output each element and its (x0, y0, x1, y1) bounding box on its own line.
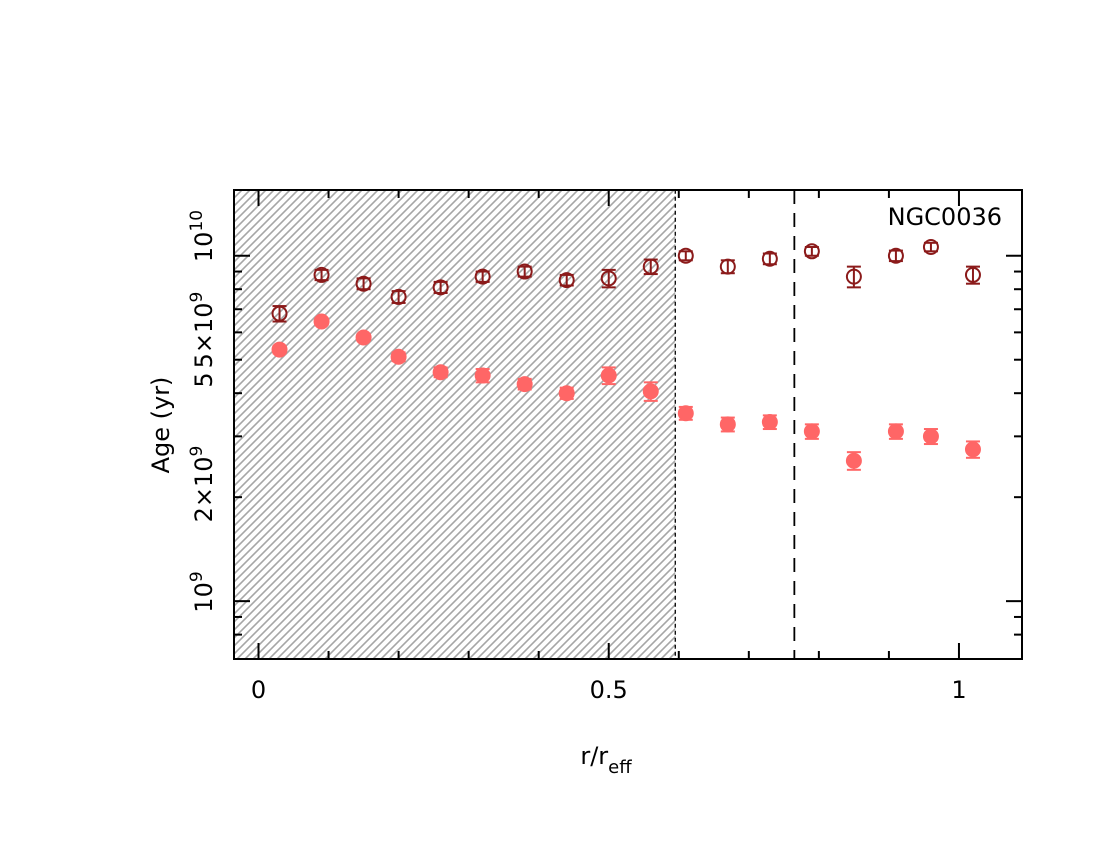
hatched-region (234, 190, 676, 659)
x-axis-label-sub: eff (608, 757, 632, 778)
x-tick-label: 1 (951, 676, 966, 704)
data-point-open (516, 263, 533, 280)
data-point-filled (432, 364, 449, 381)
data-point-open (432, 279, 449, 296)
x-axis-label: r/reff (580, 742, 632, 778)
y-tick-label: 5×109 (187, 292, 218, 369)
data-point-filled (355, 329, 372, 346)
x-tick-label: 0 (251, 676, 266, 704)
data-point-open (600, 270, 617, 287)
y-tick-label-base: 5 (190, 372, 218, 387)
data-point-filled (845, 452, 862, 469)
y-tick-label-base: 5×10 (190, 302, 218, 368)
data-point-filled (271, 341, 288, 358)
data-point-filled (803, 423, 820, 440)
data-point-open (558, 272, 575, 289)
data-point-filled (887, 423, 904, 440)
data-point-open (964, 266, 981, 283)
y-tick-label-exponent: 9 (187, 292, 207, 303)
data-point-filled (313, 313, 330, 330)
data-point-filled (964, 441, 981, 458)
data-point-filled (516, 376, 533, 393)
data-point-open (887, 247, 904, 264)
data-point-open (803, 243, 820, 260)
data-point-open (355, 275, 372, 292)
data-point-open (845, 268, 862, 285)
data-point-open (390, 288, 407, 305)
data-point-open (271, 305, 288, 322)
data-point-filled (390, 348, 407, 365)
data-point-filled (677, 405, 694, 422)
y-tick-label: 1010 (187, 210, 218, 262)
data-point-filled (922, 428, 939, 445)
data-point-filled (642, 383, 659, 400)
data-point-open (313, 266, 330, 283)
x-tick-label: 0.5 (590, 676, 628, 704)
data-point-filled (719, 416, 736, 433)
axis-ticks (234, 190, 1022, 659)
y-tick-label-base: 2×10 (190, 456, 218, 522)
data-point-open (474, 268, 491, 285)
data-marks (271, 239, 981, 471)
data-point-open (719, 258, 736, 275)
data-point-filled (600, 367, 617, 384)
y-tick-label-exponent: 9 (187, 446, 207, 457)
data-point-open (922, 239, 939, 256)
y-tick-label-base: 10 (190, 232, 218, 263)
plot-frame (233, 189, 1023, 660)
data-point-filled (558, 385, 575, 402)
y-axis-label: Age (yr) (147, 377, 175, 474)
y-tick-label-exponent: 10 (187, 210, 207, 232)
data-point-open (642, 258, 659, 275)
data-point-filled (761, 414, 778, 431)
data-point-open (677, 247, 694, 264)
y-tick-label-base: 10 (190, 582, 218, 613)
x-axis-label-main: r/r (580, 742, 608, 770)
y-tick-label: 109 (187, 571, 218, 612)
data-point-filled (474, 367, 491, 384)
y-tick-label-exponent: 9 (187, 571, 207, 582)
y-tick-label: 5 (190, 372, 218, 387)
data-point-open (761, 250, 778, 267)
y-tick-label: 2×109 (187, 446, 218, 523)
galaxy-name-annotation: NGC0036 (888, 203, 1002, 231)
